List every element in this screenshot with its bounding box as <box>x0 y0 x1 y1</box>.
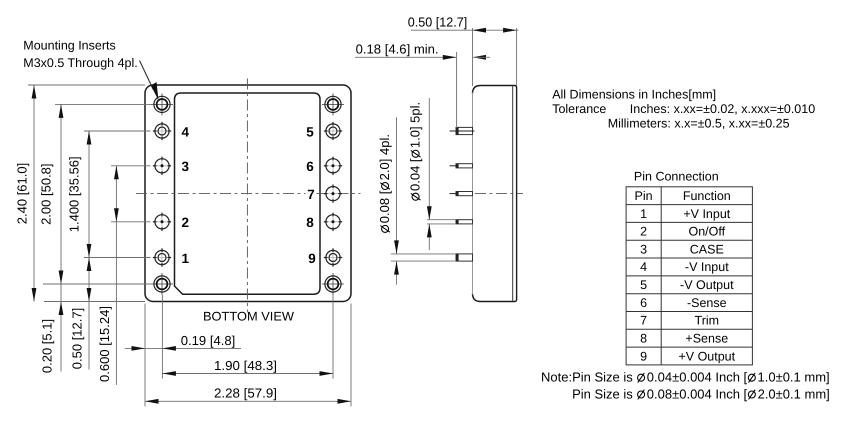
svg-text:All Dimensions in Inches[mm]: All Dimensions in Inches[mm] <box>552 87 716 101</box>
svg-text:Tolerance: Tolerance <box>552 102 606 116</box>
svg-text:9: 9 <box>640 349 647 363</box>
svg-text:Pin: Pin <box>635 189 653 203</box>
svg-text:2: 2 <box>640 225 647 239</box>
svg-text:0.50 [12.7]: 0.50 [12.7] <box>70 308 85 369</box>
svg-text:2.00 [50.8]: 2.00 [50.8] <box>39 163 54 224</box>
svg-text:BOTTOM VIEW: BOTTOM VIEW <box>203 310 294 324</box>
svg-text:+V Input: +V Input <box>683 207 730 221</box>
svg-text:0.600 [15.24]: 0.600 [15.24] <box>97 306 112 382</box>
svg-text:Pin Size is: Pin Size is <box>572 386 633 401</box>
svg-text:1: 1 <box>182 251 190 266</box>
svg-text:5: 5 <box>640 278 647 292</box>
svg-text:0.50 [12.7]: 0.50 [12.7] <box>408 15 468 30</box>
svg-text:0.18 [4.6] min.: 0.18 [4.6] min. <box>356 41 439 56</box>
svg-text:7: 7 <box>307 187 315 202</box>
svg-text:Function: Function <box>683 189 731 203</box>
svg-text:6: 6 <box>640 296 647 310</box>
svg-text:Inches: x.xx=±0.02, x.xxx=±0.0: Inches: x.xx=±0.02, x.xxx=±0.010 <box>630 102 815 116</box>
svg-text:Millimeters: x.x=±0.5, x.xx=±0: Millimeters: x.x=±0.5, x.xx=±0.25 <box>608 116 790 130</box>
svg-text:0.04 [: 0.04 [ <box>408 158 423 191</box>
svg-text:3: 3 <box>182 159 190 174</box>
svg-text:On/Off: On/Off <box>689 225 726 239</box>
svg-text:0.08±0.004 Inch [: 0.08±0.004 Inch [ <box>647 386 748 401</box>
svg-text:0.08 [: 0.08 [ <box>377 190 392 223</box>
svg-text:0.19 [4.8]: 0.19 [4.8] <box>181 333 236 348</box>
svg-text:8: 8 <box>306 215 314 230</box>
svg-text:+V Output: +V Output <box>678 349 735 363</box>
svg-text:1.90 [48.3]: 1.90 [48.3] <box>214 358 277 373</box>
svg-text:M3x0.5 Through 4pl.: M3x0.5 Through 4pl. <box>23 56 137 70</box>
svg-text:0.20 [5.1]: 0.20 [5.1] <box>40 319 55 373</box>
svg-text:7: 7 <box>640 314 647 328</box>
svg-text:3: 3 <box>640 242 647 256</box>
svg-text:4: 4 <box>182 124 190 139</box>
svg-text:2.40 [61.0]: 2.40 [61.0] <box>15 163 30 224</box>
svg-text:Note:Pin Size is: Note:Pin Size is <box>541 370 633 385</box>
svg-text:-V Input: -V Input <box>685 260 729 274</box>
svg-text:Mounting Inserts: Mounting Inserts <box>23 39 115 53</box>
svg-text:0.04±0.004 Inch [: 0.04±0.004 Inch [ <box>647 370 748 385</box>
svg-text:Pin Connection: Pin Connection <box>634 169 719 183</box>
svg-text:2.0] 4pl.: 2.0] 4pl. <box>377 134 392 180</box>
svg-text:-V Output: -V Output <box>680 278 734 292</box>
svg-text:8: 8 <box>640 332 647 346</box>
svg-text:1.400 [35.56]: 1.400 [35.56] <box>67 156 82 232</box>
svg-text:4: 4 <box>640 260 647 274</box>
svg-text:Trim: Trim <box>695 314 720 328</box>
svg-text:CASE: CASE <box>690 242 724 256</box>
svg-text:1.0±0.1 mm]: 1.0±0.1 mm] <box>758 370 830 385</box>
svg-text:5: 5 <box>306 124 314 139</box>
svg-text:2.28 [57.9]: 2.28 [57.9] <box>214 386 277 401</box>
svg-text:9: 9 <box>308 251 316 266</box>
svg-text:1.0] 5pl.: 1.0] 5pl. <box>408 102 423 148</box>
svg-text:1: 1 <box>640 207 647 221</box>
svg-text:-Sense: -Sense <box>687 296 727 310</box>
svg-text:+Sense: +Sense <box>685 332 728 346</box>
svg-text:6: 6 <box>306 159 314 174</box>
svg-text:2.0±0.1 mm]: 2.0±0.1 mm] <box>758 386 830 401</box>
svg-text:2: 2 <box>182 215 190 230</box>
